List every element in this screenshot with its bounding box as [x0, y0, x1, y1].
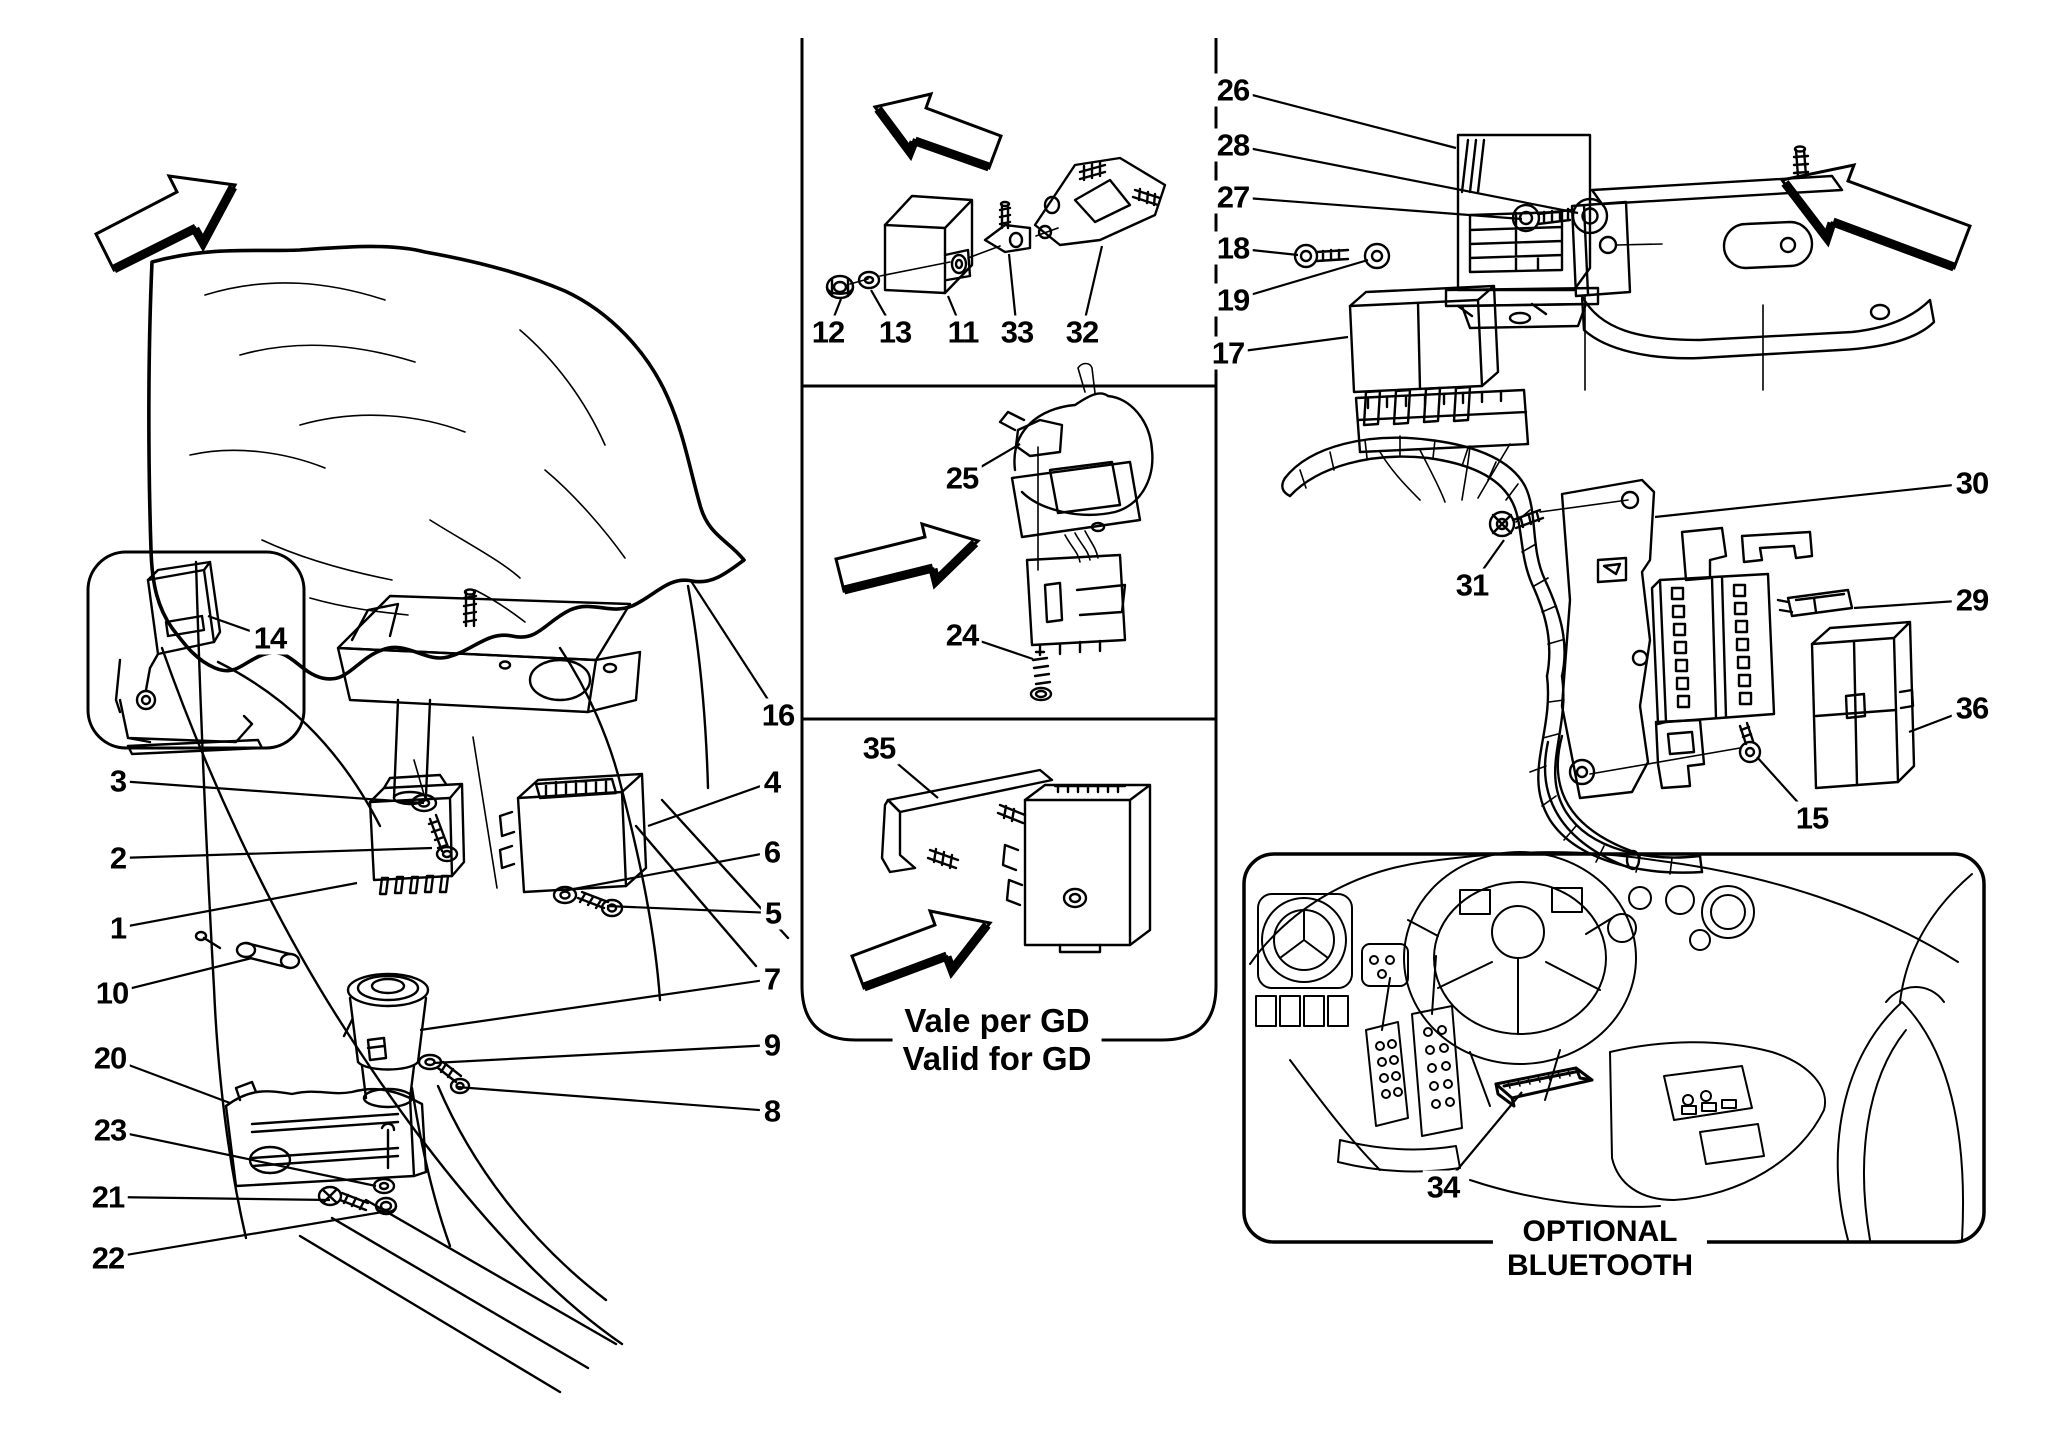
part-screw-2 — [427, 813, 459, 863]
part-screw-5 — [576, 890, 624, 918]
leader-line-7 — [419, 977, 773, 1032]
part-spacer-10 — [194, 930, 301, 970]
dashboard-sketch — [1249, 851, 1973, 1241]
leader-line-33 — [1007, 253, 1019, 333]
leader-line-30 — [1654, 481, 1973, 519]
leader-line-23 — [109, 1128, 377, 1188]
car-body-sketch — [160, 560, 790, 1394]
part-screw-31 — [1488, 508, 1545, 538]
arrow-shadow — [111, 184, 237, 274]
leader-line-10 — [111, 956, 253, 995]
leader-line-12 — [826, 298, 843, 333]
leader-line-9 — [432, 1043, 773, 1065]
part-ecu-26 — [1444, 133, 1600, 330]
leader-line-16 — [690, 580, 779, 716]
inset-panel — [86, 550, 306, 756]
part-bracket-plate-30 — [1539, 478, 1741, 800]
part-bolt-21 — [317, 1185, 370, 1212]
leader-line-31 — [1471, 539, 1505, 586]
leader-lines — [107, 88, 1973, 1260]
leader-line-34 — [1442, 1091, 1523, 1188]
fuse-holder-block — [1543, 526, 1814, 871]
part-nut-12 — [825, 274, 855, 300]
leader-line-27 — [1232, 195, 1523, 221]
leader-line-20 — [109, 1056, 231, 1105]
part-bracket-35 — [880, 768, 1054, 874]
leader-line-1 — [117, 881, 358, 930]
part-screw-15 — [1738, 721, 1762, 764]
car-cover-sheet — [147, 244, 746, 681]
part-washer-28 — [1571, 197, 1609, 235]
middle-panel-border — [800, 38, 1218, 1042]
leader-line-32 — [1080, 245, 1104, 333]
mounting-bracket-assembly — [336, 588, 642, 806]
leader-line-26 — [1232, 88, 1457, 150]
gd-note-line2: Valid for GD — [902, 1040, 1092, 1077]
part-ecu-4 — [498, 772, 648, 894]
leader-line-3 — [117, 779, 425, 805]
part-bracket-ecu26 — [1570, 145, 1936, 391]
arrow-shadow — [842, 539, 979, 595]
part-box-11 — [849, 194, 1059, 295]
part-ecu-1 — [368, 773, 466, 896]
leader-line-18 — [1232, 246, 1299, 257]
part-ecu-gd — [1001, 783, 1152, 954]
part-sensor-assembly-25 — [998, 362, 1154, 657]
part-washer-23 — [372, 1177, 396, 1195]
part-bracket-32 — [1033, 156, 1167, 247]
arrow-shadow — [874, 106, 991, 172]
leader-line-17 — [1227, 335, 1349, 355]
leader-line-29 — [1853, 598, 1973, 610]
leader-line-22 — [107, 1210, 384, 1260]
gd-note: Vale per GD Valid for GD — [892, 1002, 1102, 1078]
leader-line-11 — [946, 295, 965, 333]
part-washer-19 — [1363, 242, 1391, 270]
connector-block-a — [1354, 388, 1530, 503]
arrow-shadow — [862, 922, 991, 992]
leader-line-28 — [1232, 143, 1579, 215]
leader-line-19 — [1232, 258, 1369, 302]
part-screw-24 — [1029, 650, 1053, 702]
arrow-shadow — [1781, 180, 1956, 272]
part-nut-22 — [374, 1196, 398, 1216]
leader-line-8 — [456, 1085, 773, 1113]
optional-bluetooth-note: OPTIONAL BLUETOOTH — [1492, 1215, 1708, 1283]
optional-note-line1: OPTIONAL — [1522, 1215, 1678, 1248]
part-relay-17 — [1348, 284, 1500, 427]
part-screw-8 — [436, 1060, 471, 1095]
part-bracket-20 — [224, 1080, 428, 1188]
part-screw-18 — [1293, 243, 1350, 269]
part-bluetooth-module-34 — [1494, 1066, 1594, 1108]
part-washer-13 — [857, 270, 881, 290]
leader-line-24 — [961, 633, 1034, 661]
bluetooth-panel — [1242, 851, 1986, 1244]
leader-line-25 — [961, 443, 1021, 479]
leader-line-21 — [107, 1195, 331, 1202]
wiring-harness — [1281, 435, 1704, 875]
part-clamp-33 — [983, 200, 1032, 254]
optional-note-line2: BLUETOOTH — [1506, 1249, 1694, 1282]
part-switch-7 — [342, 972, 430, 1109]
part-fuse-29 — [1776, 588, 1854, 618]
leader-line-5 — [606, 904, 774, 915]
part-module-14 — [114, 560, 264, 756]
leader-line-13 — [870, 289, 896, 333]
leader-line-15 — [1756, 756, 1813, 819]
leader-line-4 — [647, 780, 773, 828]
leader-line-35 — [878, 747, 939, 799]
gd-note-line1: Vale per GD — [904, 1002, 1090, 1039]
leader-line-6 — [562, 850, 773, 893]
leader-line-36 — [1908, 706, 1973, 734]
leader-line-2 — [117, 846, 433, 860]
part-cover-36 — [1810, 620, 1916, 790]
